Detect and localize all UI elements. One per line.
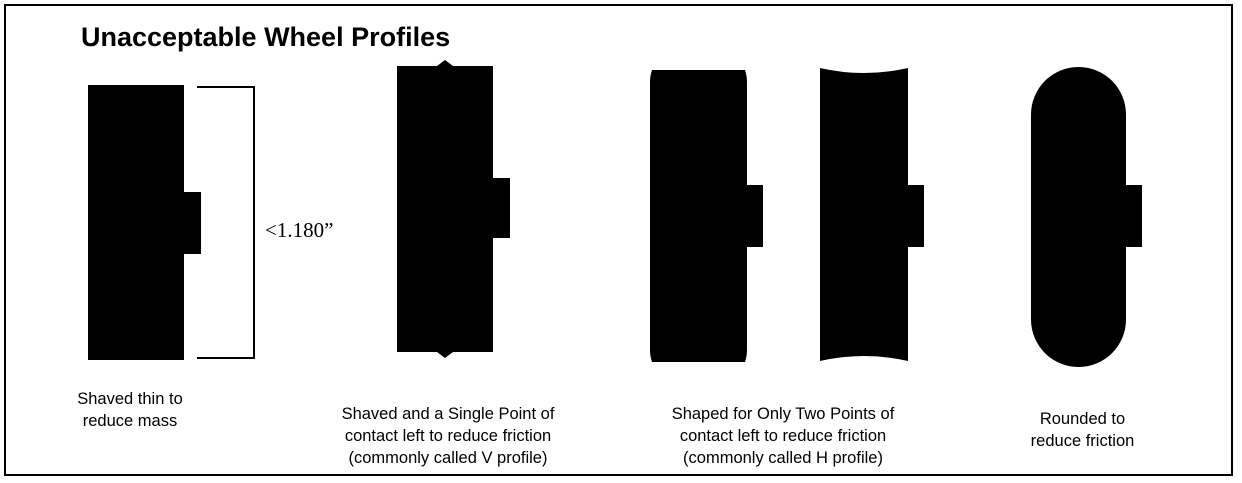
profile-shaved-thin bbox=[88, 85, 201, 360]
profile-rounded bbox=[1031, 67, 1142, 367]
caption-line: Shaved and a Single Point of bbox=[341, 405, 555, 423]
caption-line: contact left to reduce friction bbox=[344, 427, 552, 445]
caption-line: (commonly called H profile) bbox=[683, 449, 883, 467]
caption-line: Shaped for Only Two Points of bbox=[671, 405, 895, 423]
caption-line: Shaved thin to bbox=[77, 390, 183, 408]
profile-v bbox=[397, 60, 510, 358]
wheel-hub bbox=[184, 192, 201, 254]
wheel-body bbox=[397, 66, 493, 352]
caption-line: Rounded to bbox=[1039, 410, 1126, 428]
wheel-body bbox=[88, 85, 184, 360]
caption-v-profile: Shaved and a Single Point of contact lef… bbox=[318, 403, 578, 469]
caption-line: (commonly called V profile) bbox=[348, 449, 548, 467]
caption-line: contact left to reduce friction bbox=[679, 427, 887, 445]
wheel-hub bbox=[908, 185, 924, 247]
wheel-body bbox=[820, 68, 908, 361]
wheel-hub bbox=[747, 185, 763, 247]
v-point-bottom bbox=[437, 352, 453, 358]
caption-rounded: Rounded to reduce friction bbox=[1010, 408, 1155, 452]
wheel-body bbox=[1031, 67, 1126, 367]
figure-frame bbox=[4, 4, 1233, 476]
v-point-top bbox=[437, 60, 453, 66]
profile-h-concave bbox=[820, 68, 924, 361]
caption-shaved-thin: Shaved thin to reduce mass bbox=[60, 388, 200, 432]
caption-h-profile: Shaped for Only Two Points of contact le… bbox=[648, 403, 918, 469]
wheel-hub bbox=[1126, 185, 1142, 247]
wheel-hub bbox=[493, 178, 510, 238]
wheel-body bbox=[650, 70, 747, 362]
dimension-label: <1.180” bbox=[265, 218, 334, 242]
caption-line: reduce friction bbox=[1030, 432, 1135, 450]
figure-title: Unacceptable Wheel Profiles bbox=[81, 22, 451, 52]
caption-line: reduce mass bbox=[82, 412, 178, 430]
profile-h-flat bbox=[650, 70, 763, 362]
dimension-bracket bbox=[197, 86, 255, 359]
